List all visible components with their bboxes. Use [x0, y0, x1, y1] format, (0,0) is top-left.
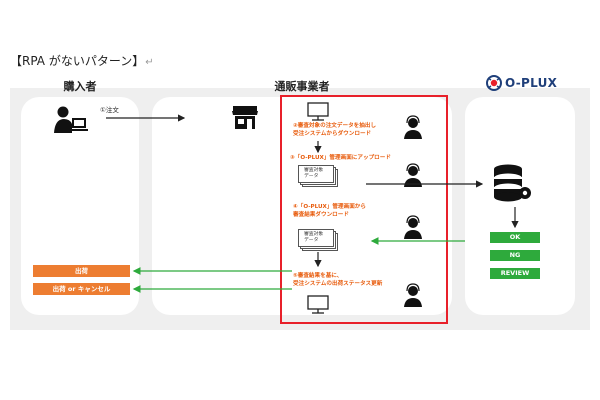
oplux-logo-icon	[486, 75, 502, 91]
step-5-line-2: 受注システムの出荷ステータス更新	[293, 280, 383, 287]
step-4-line-2: 審査結果ダウンロード	[293, 211, 349, 218]
download-data-document: 審査対象 データ	[298, 229, 338, 251]
download-doc-line-1: 審査対象	[304, 232, 324, 237]
oplux-column	[465, 97, 575, 315]
upload-doc-label: 審査対象 データ	[304, 168, 323, 180]
step-5-line-1: ⑤審査結果を基に、	[293, 273, 343, 279]
diagram-title: 【RPA がないパターン】↵	[10, 52, 154, 69]
result-ng: NG	[490, 250, 540, 261]
result-ok: OK	[490, 232, 540, 243]
step-2-text: ②審査対象の注文データを抽出し 受注システムからダウンロード	[293, 123, 376, 138]
outcome-ship-or-cancel: 出荷 or キャンセル	[33, 283, 130, 295]
title-text: 【RPA がないパターン】	[10, 54, 145, 68]
step-2-line-2: 受注システムからダウンロード	[293, 130, 372, 137]
order-label: ①注文	[100, 106, 119, 114]
outcome-ship: 出荷	[33, 265, 130, 277]
return-mark: ↵	[145, 57, 154, 68]
step-2-line-1: ②審査対象の注文データを抽出し	[293, 123, 377, 129]
step-4-line-1: ④「O-PLUX」管理画面から	[293, 204, 366, 210]
seller-header: 通販事業者	[274, 80, 330, 93]
download-doc-label: 審査対象 データ	[304, 232, 323, 244]
seller-column	[152, 97, 452, 315]
buyer-column	[21, 97, 139, 315]
upload-doc-line-1: 審査対象	[304, 168, 324, 173]
download-doc-line-2: データ	[304, 238, 319, 243]
upload-data-document: 審査対象 データ	[298, 165, 338, 187]
buyer-header: 購入者	[63, 80, 97, 93]
oplux-logo-text: O-PLUX	[505, 76, 558, 90]
step-3-text: ③「O-PLUX」管理画面にアップロード	[290, 155, 391, 161]
oplux-logo: O-PLUX	[485, 74, 575, 92]
upload-doc-line-2: データ	[304, 174, 319, 179]
manual-steps-highlight	[280, 95, 448, 324]
step-4-text: ④「O-PLUX」管理画面から 審査結果ダウンロード	[293, 204, 366, 219]
result-review: REVIEW	[490, 268, 540, 279]
step-5-text: ⑤審査結果を基に、 受注システムの出荷ステータス更新	[293, 273, 382, 288]
